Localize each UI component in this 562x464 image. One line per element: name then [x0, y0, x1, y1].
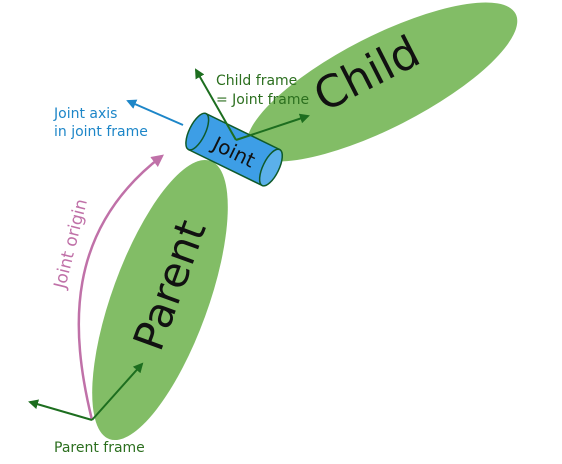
joint-cylinder [185, 112, 284, 187]
joint-origin-arrow [77, 154, 164, 421]
parent-frame-y-arrow [28, 399, 93, 421]
joint-origin-label: Joint origin [50, 197, 92, 291]
child-frame-x-arrow [235, 113, 310, 141]
child-frame-label-line2: = Joint frame [216, 92, 309, 108]
parent-link [92, 159, 228, 441]
child-link [246, 2, 518, 162]
joint-axis-label-line1: Joint axis [53, 106, 117, 122]
joint-axis-label-line2: in joint frame [54, 124, 148, 140]
child-frame-y-arrow [195, 68, 237, 141]
child-frame-label-line1: Child frame [216, 73, 297, 89]
parent-frame-x-arrow [91, 362, 144, 421]
joint-axis-arrow [126, 99, 184, 126]
parent-frame-label: Parent frame [54, 440, 145, 456]
